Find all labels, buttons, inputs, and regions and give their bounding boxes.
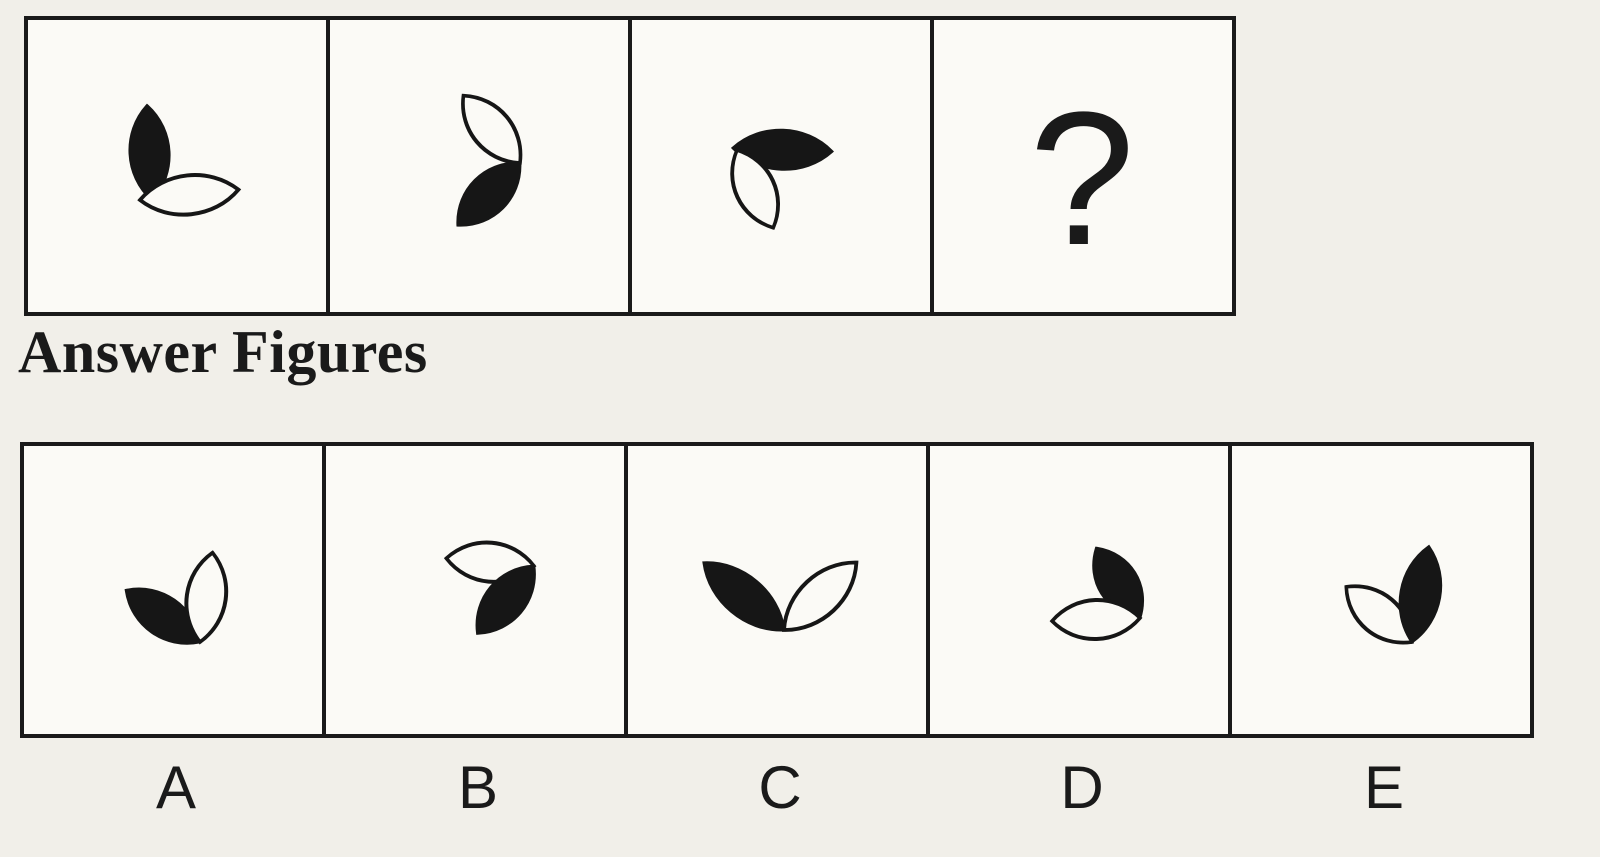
option-label-e[interactable]: E	[1363, 754, 1405, 821]
option-label-c[interactable]: C	[758, 754, 802, 821]
question-mark: ?	[1029, 73, 1135, 285]
problem-figures: ?	[24, 16, 1236, 316]
answer-figures	[20, 442, 1534, 738]
answer-figures-heading: Answer Figures	[18, 319, 428, 385]
option-label-d[interactable]: D	[1060, 754, 1104, 821]
option-label-b[interactable]: B	[457, 754, 499, 821]
answer-frame	[20, 442, 1534, 738]
option-label-a[interactable]: A	[155, 754, 197, 821]
